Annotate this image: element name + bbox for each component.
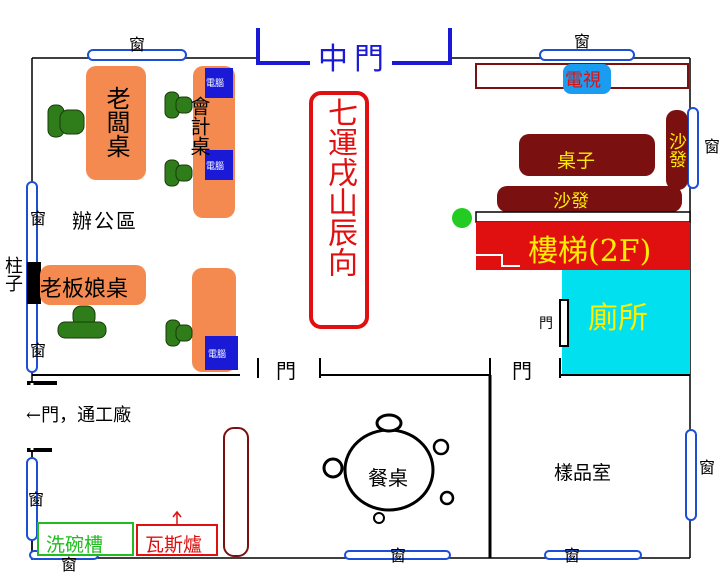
computer-label-3: 電腦 (208, 350, 227, 360)
pillar-label: 柱子 (2, 256, 23, 292)
window-top-left (87, 49, 187, 61)
lady-boss-desk (40, 265, 146, 305)
coffee-table (519, 134, 655, 176)
window-label-bottom-right: 窗 (564, 546, 581, 565)
stairs (476, 222, 690, 270)
window-label-top-right: 窗 (574, 32, 591, 51)
lady-boss-desk-label: 老板娘桌 (40, 277, 129, 302)
toilet-door (559, 299, 569, 347)
gas-stove (136, 524, 218, 556)
window-bottom-mid (344, 550, 451, 560)
factory-door-label: ←門，通工廠 (26, 405, 132, 426)
window-label-left: 窗 (30, 209, 47, 228)
tv-label: 電視 (565, 70, 601, 91)
pillar (27, 262, 41, 304)
green-dot (452, 208, 472, 228)
computer-2 (205, 150, 233, 180)
office-area-label: 辦公區 (72, 209, 138, 233)
door-label-2: 門 (512, 359, 532, 383)
computer-3 (205, 336, 238, 370)
window-right-bottom (685, 429, 697, 521)
counter (223, 427, 249, 557)
boss-desk (86, 66, 146, 180)
window-right-top (687, 107, 699, 189)
sofa-right (666, 110, 688, 190)
facing-box (309, 91, 369, 329)
sofa-label-right: 沙發 (666, 132, 687, 168)
door-label-1: 門 (276, 359, 296, 383)
boss-desk-label: 老闆桌 (102, 86, 130, 158)
main-door-label: 中門 (318, 42, 390, 77)
boss-chair-seat (59, 109, 85, 135)
sink (37, 522, 134, 556)
accounting-desk-label: 會計桌 (187, 96, 211, 156)
tv (563, 64, 611, 94)
window-label-left-bottom: 窗 (28, 490, 45, 509)
sofa-label-bottom: 沙發 (553, 191, 589, 212)
toilet-room (562, 270, 690, 374)
sample-room-label: 樣品室 (554, 462, 612, 484)
facing-label: 七運戌山辰向 (322, 97, 357, 277)
main-door-bracket (256, 28, 452, 65)
sofa-bottom (497, 186, 682, 212)
computer-label-1: 電腦 (206, 79, 225, 89)
window-label-top-left: 窗 (129, 35, 146, 54)
gas-stove-label: 瓦斯爐 (145, 534, 203, 556)
window-left-bottom (26, 457, 38, 541)
dining-table-label: 餐桌 (368, 466, 408, 490)
window-label-bottom-left: 窗 (61, 555, 78, 574)
computer-label-2: 電腦 (206, 162, 225, 172)
toilet-door-label: 門 (539, 316, 553, 332)
window-label-left-2: 窗 (30, 341, 47, 360)
computer-1 (205, 68, 233, 98)
toilet-label: 廁所 (588, 301, 648, 336)
table-label: 桌子 (557, 150, 596, 172)
window-label-right-bottom: 窗 (699, 458, 716, 477)
sink-label: 洗碗槽 (46, 534, 104, 556)
window-bottom-right (544, 550, 642, 560)
window-label-right: 窗 (704, 137, 721, 156)
stairs-label: 樓梯(2F) (528, 234, 652, 269)
window-label-bottom-mid: 窗 (390, 546, 407, 565)
window-top-right (539, 49, 635, 61)
